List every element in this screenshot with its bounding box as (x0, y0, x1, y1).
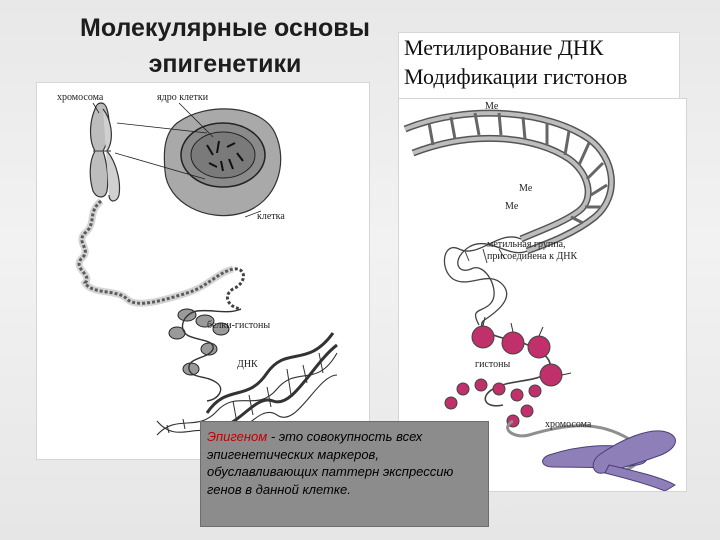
nucleosome-beads (168, 308, 230, 376)
chromatin-fiber (77, 199, 245, 311)
chromatin-structure-figure: хромосома ядро клетки клетка белки-гисто… (36, 82, 370, 460)
label-methyl-top: Mе (485, 101, 499, 112)
label-methyl-group-1: метильная группа, (487, 239, 566, 250)
title-line-2: эпигенетики (148, 50, 302, 78)
page-title: Молекулярные основы эпигенетики (40, 10, 410, 82)
dna-ladder (403, 109, 615, 255)
right-subtitle-box: Метилирование ДНК Модификации гистонов (398, 32, 680, 100)
label-nucleus: ядро клетки (157, 92, 209, 103)
chromosome-drawing (542, 430, 676, 491)
label-histone-proteins: белки-гистоны (207, 320, 270, 331)
label-methyl-low: Mе (505, 201, 519, 212)
histone-beads (444, 316, 572, 428)
label-histones: гистоны (475, 359, 510, 370)
dna-helix (443, 236, 528, 326)
definition-text: - это совокупность всех эпигенетических … (207, 429, 454, 497)
label-methyl-group-2: присоединена к ДНК (487, 251, 577, 262)
subtitle-histone-modifications: Модификации гистонов (404, 64, 628, 89)
definition-box: Эпигеном - это совокупность всех эпигене… (200, 421, 489, 527)
subtitle-dna-methylation: Метилирование ДНК (404, 35, 604, 60)
label-dna: ДНК (237, 359, 258, 370)
chromatin-illustration: хромосома ядро клетки клетка белки-гисто… (57, 92, 338, 438)
cell-drawing (163, 108, 282, 217)
definition-term: Эпигеном (207, 429, 268, 444)
label-leaders (92, 102, 262, 218)
label-chromosome: хромосома (57, 92, 104, 103)
label-methyl-mid: Mе (519, 183, 533, 194)
label-cell: клетка (257, 211, 285, 222)
label-chromosome-right: хромосома (545, 419, 592, 430)
chromosome-drawing (89, 102, 121, 202)
title-line-1: Молекулярные основы (80, 14, 370, 42)
methylation-illustration: Mе Mе Mе метильная группа, присоединена … (403, 101, 676, 491)
